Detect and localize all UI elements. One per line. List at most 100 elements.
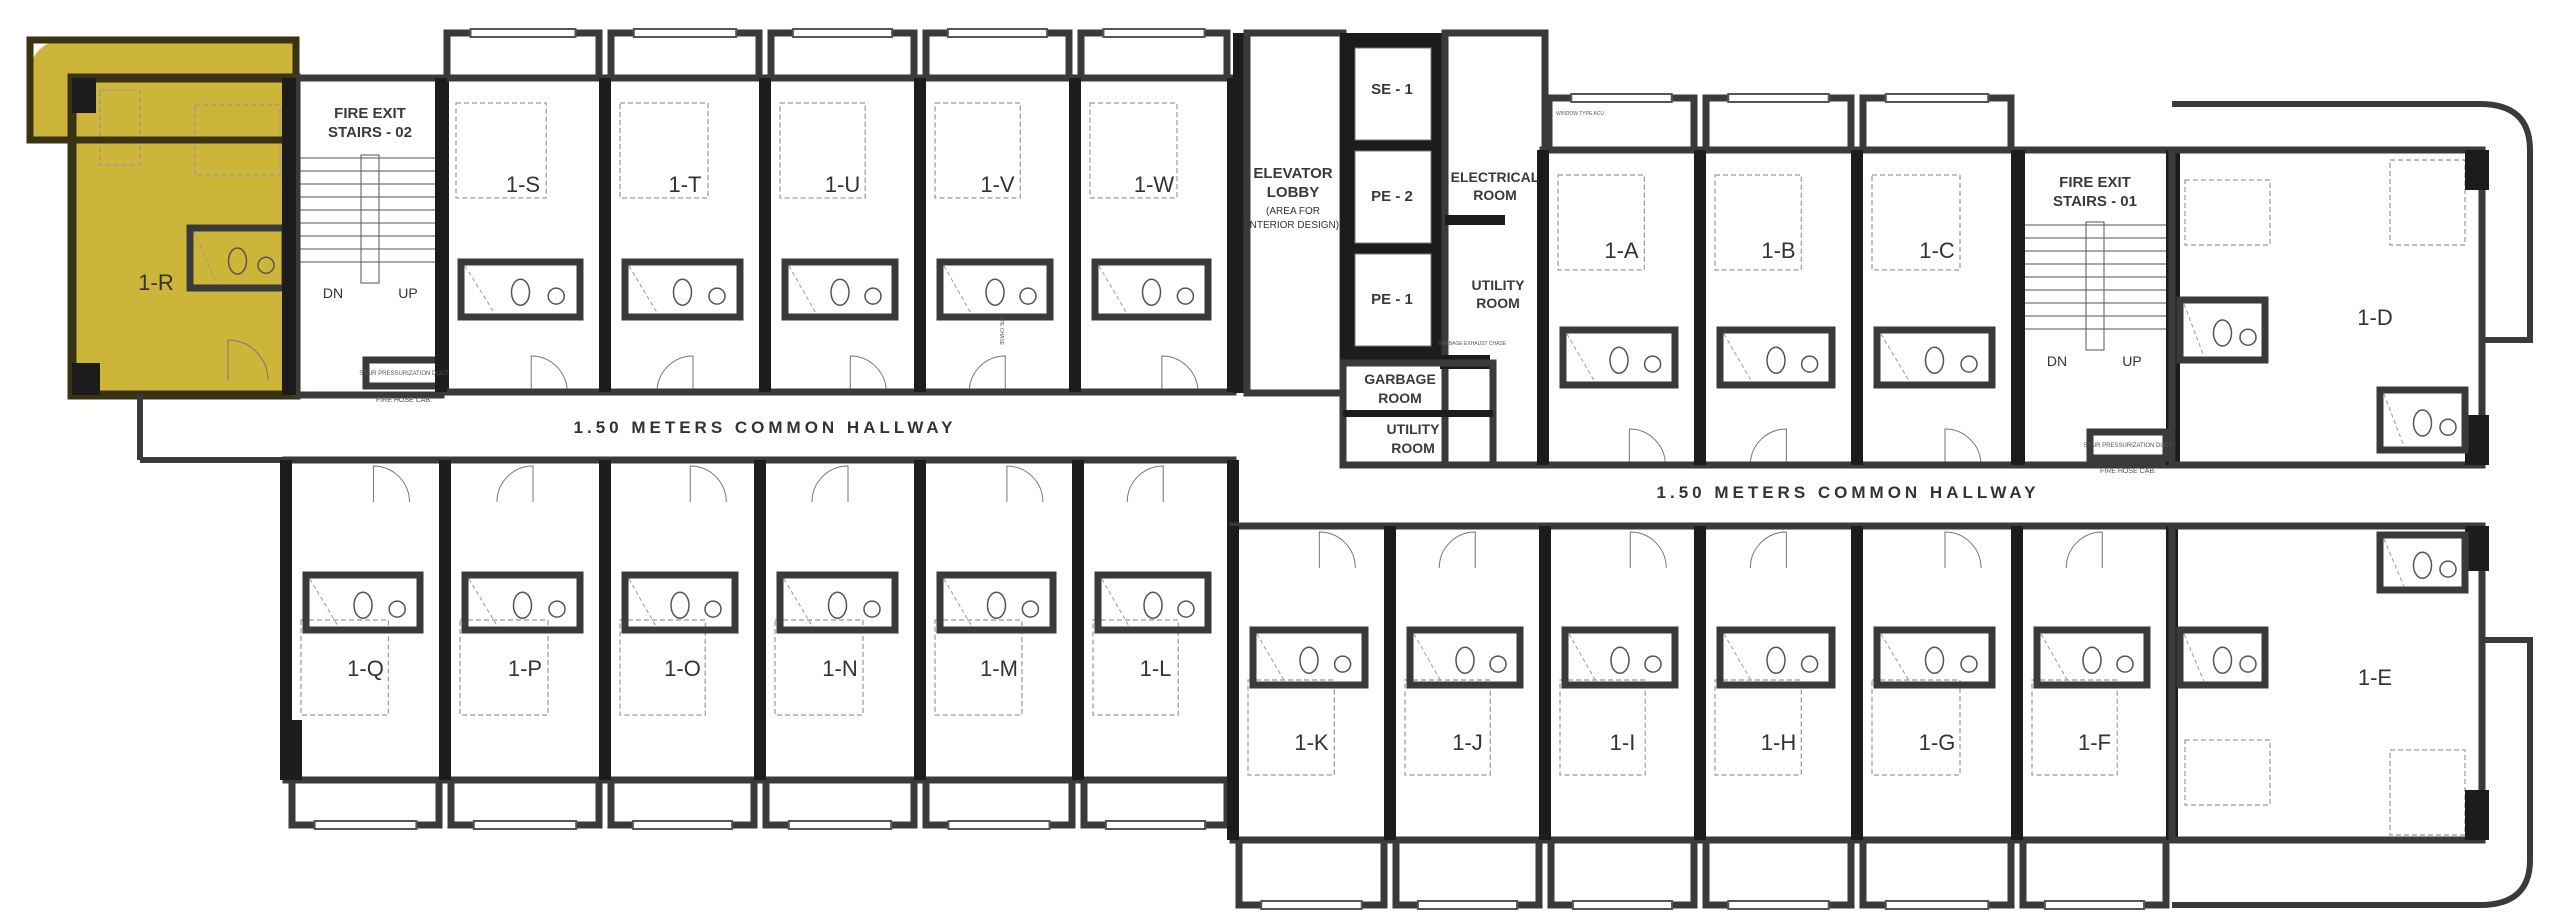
bed [459,619,549,716]
unit-label: 1-R [138,270,173,295]
party-wall [1537,150,1549,465]
shower-icon [628,265,658,314]
bed [934,102,1021,199]
column [2465,150,2489,190]
lobby-note: (AREA FOR [1266,206,1320,217]
sink-icon [1176,287,1195,305]
sink-icon [1644,655,1662,673]
party-wall [2011,526,2023,840]
electrical-room-label: ELECTRICAL [1451,169,1540,185]
sink-icon [1019,287,1037,305]
bed [1871,679,1961,776]
bathroom [1873,626,1996,689]
door-swing-icon [1749,428,1787,466]
unit-label: 1-G [1919,730,1956,755]
sink-icon [1177,600,1195,618]
column [280,720,302,780]
unit-label: 1-K [1294,730,1329,755]
toilet-icon [353,591,373,619]
window [1727,900,1830,910]
window [787,820,893,830]
sink-icon [2239,655,2257,673]
shower-icon [2040,633,2069,682]
unit-label: 1-U [825,172,860,197]
door-swing-icon [2065,531,2103,569]
balcony [922,29,1073,82]
unit-label: 1-H [1761,730,1796,755]
toilet-icon [1609,346,1629,374]
toilet-icon [512,591,533,619]
sink-icon [704,600,722,618]
door-swing-icon [496,465,534,503]
stair-handrail [360,154,380,284]
sink-icon [2239,328,2257,346]
door-swing-icon [1438,531,1476,569]
shower-icon [943,578,973,627]
balcony-1-D [2172,101,2533,343]
core-wall [2011,150,2025,465]
bathroom [1716,626,1836,689]
bed [1871,174,1961,271]
unit-label: 1-V [980,172,1015,197]
sink-icon [257,256,275,274]
sink-icon [1021,600,1040,618]
bathroom [1559,326,1679,389]
toilet-icon [1924,346,1945,374]
door-swing-icon [656,355,694,393]
door-swing-icon [1944,428,1982,466]
party-wall [914,78,926,392]
toilet-icon [1924,646,1945,674]
unit-1-T [601,74,769,396]
bathroom [1094,571,1212,634]
bed [934,619,1023,716]
unit-1-U [761,74,924,396]
bed [2031,679,2118,776]
bed [1557,174,1645,271]
electrical-room-label-2: ROOM [1473,187,1517,203]
unit-label: 1-A [1604,238,1639,263]
window [1884,900,1990,910]
unit-1-C [1853,146,2021,469]
shower-icon [464,265,495,314]
shower-icon [1566,333,1595,382]
door-swing-icon [1629,531,1667,569]
door-swing-icon [372,465,410,503]
balcony [1547,836,1698,909]
bed [1092,619,1179,716]
bed [619,102,709,199]
sink-icon [1800,655,1819,673]
unit-1-W [1071,74,1237,396]
shower-icon [783,578,813,627]
pipe-chase-label: PIPE CHASE [998,315,1004,346]
balcony [1077,29,1231,82]
party-wall [1694,526,1706,840]
wall [1445,215,1505,225]
unit-label: 1-D [2357,305,2392,330]
party-wall [439,460,451,780]
garbage-chase-label: GARBAGE EXHAUST CHASE [1438,341,1507,347]
bed [2389,159,2466,246]
balcony [1080,776,1231,829]
door-swing-icon [1006,465,1044,503]
elevator-se1: SE - 1 [1371,81,1413,98]
bed [2184,739,2271,806]
toilet-icon [2212,646,2233,674]
sink-icon [2439,418,2457,436]
toilet-icon [672,278,693,306]
stairs-down-label: DN [323,285,343,301]
unit-label: 1-Q [347,656,384,681]
stair-handrail [2085,221,2105,351]
sink-icon [863,600,881,618]
door-swing-icon [968,355,1006,393]
window [1102,28,1206,38]
sink-icon [1333,655,1352,673]
door-swing-icon [530,355,568,393]
window [472,820,578,830]
bed [1404,679,1491,776]
party-wall [280,460,292,780]
window [632,28,738,38]
bed [1247,679,1335,776]
bathroom [1406,626,1524,689]
stairs-name: STAIRS - 02 [328,124,412,141]
party-wall [1539,526,1551,840]
